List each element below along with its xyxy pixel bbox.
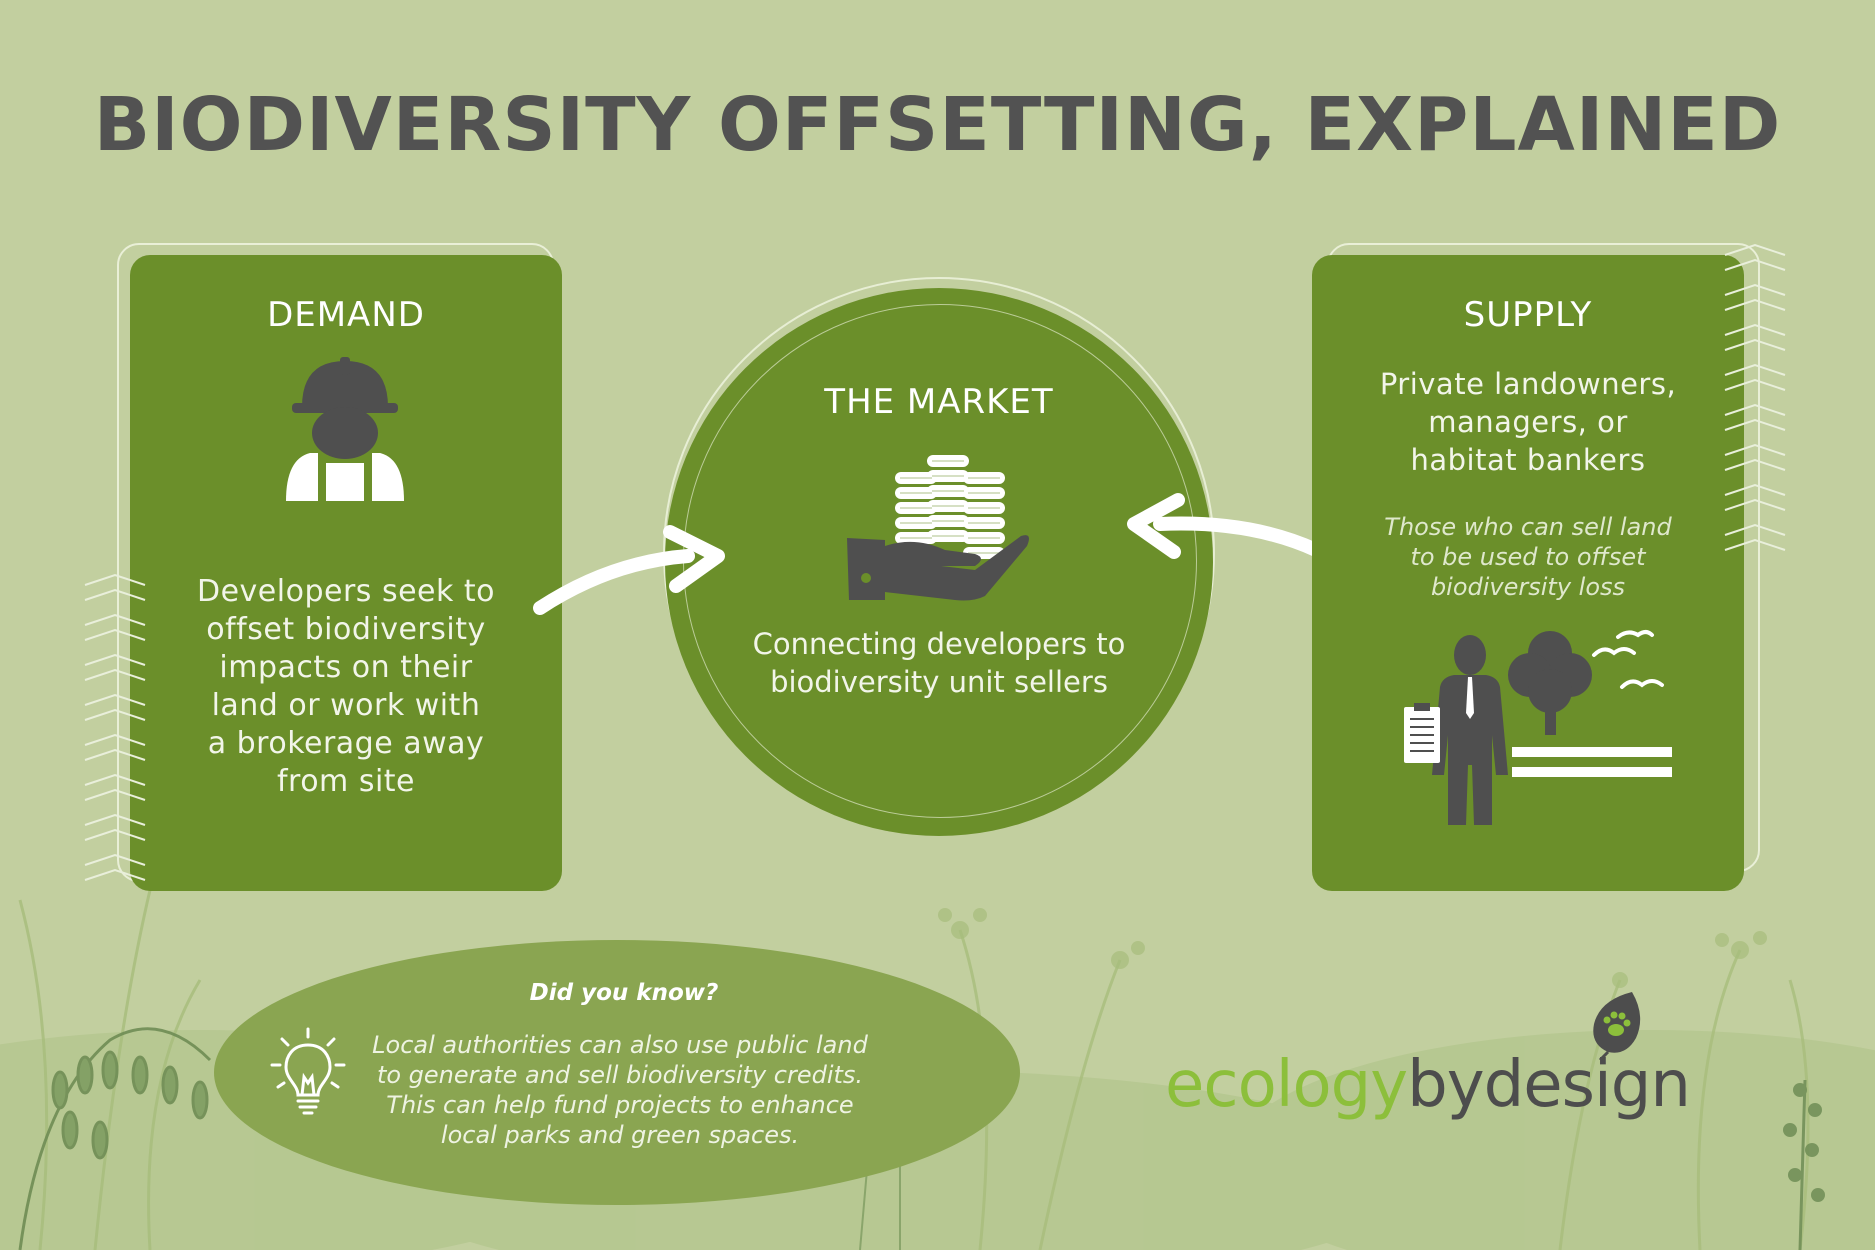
supply-line: habitat bankers [1410, 443, 1646, 477]
page-title: BIODIVERSITY OFFSETTING, EXPLAINED [93, 82, 1782, 168]
demand-description: Developers seek to offset biodiversity i… [130, 573, 562, 801]
market-line: biodiversity unit sellers [770, 665, 1108, 699]
market-description: Connecting developers to biodiversity un… [690, 625, 1188, 701]
did-you-know-oval [214, 940, 1020, 1205]
leaf-pawprint-icon [1588, 990, 1646, 1060]
supply-heading: SUPPLY [1463, 295, 1593, 335]
tip-line: local parks and green spaces. [440, 1121, 800, 1149]
demand-line: Developers seek to [196, 574, 496, 609]
arrow-demand-to-market [533, 525, 725, 615]
demand-panel: DEMAND Developers seek to offset biodive… [130, 255, 562, 891]
demand-heading: DEMAND [267, 295, 425, 335]
demand-line: offset biodiversity [206, 612, 486, 647]
demand-line: impacts on their [219, 650, 473, 685]
construction-worker-icon [270, 355, 420, 505]
did-you-know-heading: Did you know? [529, 980, 719, 1006]
arrow-supply-to-market [1127, 493, 1320, 559]
demand-line: land or work with [211, 688, 481, 723]
supply-note-line: to be used to offset [1410, 543, 1646, 571]
logo-text-ecology: ecology [1165, 1048, 1408, 1122]
supply-note-line: Those who can sell land [1384, 513, 1672, 541]
supply-description: Private landowners, managers, or habitat… [1312, 365, 1744, 479]
lightbulb-icon [270, 1025, 346, 1115]
supply-note: Those who can sell land to be used to of… [1312, 512, 1744, 602]
market-heading: THE MARKET [824, 382, 1054, 422]
supply-note-line: biodiversity loss [1430, 573, 1626, 601]
demand-line: from site [276, 764, 416, 799]
logo-text-bydesign: bydesign [1407, 1048, 1691, 1122]
ecology-by-design-logo: ecologybydesign [1165, 1048, 1691, 1122]
chevron-decoration-left [84, 573, 146, 881]
tip-line: to generate and sell biodiversity credit… [376, 1061, 864, 1089]
demand-line: a brokerage away [207, 726, 485, 761]
supply-line: managers, or [1428, 405, 1628, 439]
hand-holding-coins-icon [845, 450, 1030, 605]
market-line: Connecting developers to [752, 627, 1126, 661]
supply-line: Private landowners, [1379, 367, 1677, 401]
landowner-with-tree-icon [1402, 625, 1682, 845]
tip-line: Local authorities can also use public la… [372, 1031, 868, 1059]
chevron-decoration-right [1724, 243, 1786, 551]
supply-panel: SUPPLY Private landowners, managers, or … [1312, 255, 1744, 891]
did-you-know-text: Local authorities can also use public la… [330, 1030, 910, 1150]
tip-line: This can help fund projects to enhance [386, 1091, 854, 1119]
